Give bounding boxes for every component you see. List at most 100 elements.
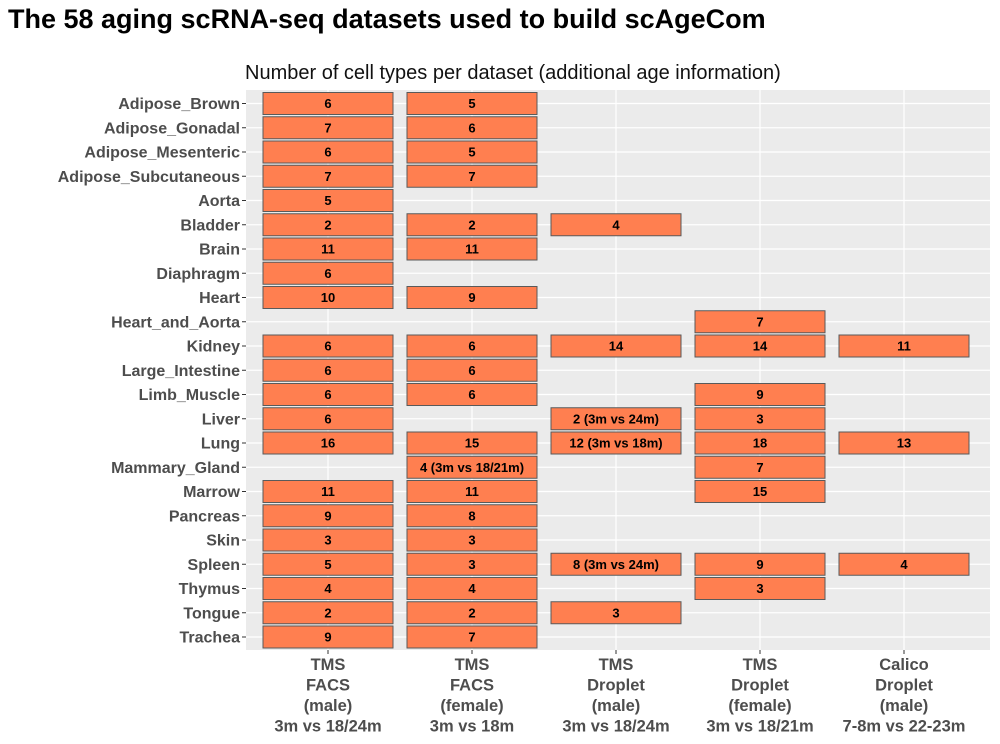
- tile-label: 5: [468, 145, 475, 160]
- tile-label: 6: [468, 120, 475, 135]
- y-tick-label: Pancreas: [169, 508, 240, 525]
- tile: [406, 601, 538, 625]
- y-tick-label: Kidney: [187, 339, 240, 356]
- tile-label: 4 (3m vs 18/21m): [420, 460, 524, 475]
- y-tick-label: Diaphragm: [156, 266, 240, 283]
- tile: [406, 504, 538, 528]
- tile: [550, 213, 682, 237]
- y-tick-label: Limb_Muscle: [139, 387, 240, 404]
- x-tick-label: (male): [592, 697, 641, 715]
- tile: [406, 431, 538, 455]
- y-tick-label: Adipose_Gonadal: [104, 120, 240, 137]
- tile-label: 4: [468, 581, 476, 596]
- tile: [406, 480, 538, 503]
- x-tick-label: 3m vs 18m: [430, 718, 514, 736]
- tile-label: 9: [756, 387, 763, 402]
- main-title: The 58 aging scRNA-seq datasets used to …: [8, 4, 766, 34]
- x-tick-label: Droplet: [731, 677, 789, 695]
- tile-label: 7: [756, 460, 763, 475]
- tile-label: 4: [612, 217, 620, 232]
- tile: [694, 552, 826, 576]
- tile-label: 14: [609, 339, 624, 354]
- tile-label: 10: [321, 290, 335, 305]
- x-tick-label: Droplet: [875, 677, 933, 695]
- x-tick-label: TMS: [743, 656, 778, 674]
- tile: [550, 601, 682, 625]
- tile: [694, 577, 826, 600]
- tile: [262, 431, 394, 455]
- y-tick-label: Tongue: [183, 605, 240, 622]
- tile: [694, 480, 826, 503]
- tile-label: 3: [612, 605, 619, 620]
- x-tick-label: FACS: [450, 677, 494, 695]
- tile: [406, 358, 538, 382]
- x-tick-label: TMS: [599, 656, 634, 674]
- tile-label: 7: [324, 169, 331, 184]
- tile-label: 16: [321, 436, 335, 451]
- y-tick-label: Heart: [199, 290, 241, 307]
- tile: [262, 407, 394, 431]
- tile-label: 7: [324, 120, 331, 135]
- y-tick-label: Lung: [201, 436, 240, 453]
- tile: [262, 480, 394, 503]
- tile: [262, 577, 394, 600]
- tile-label: 4: [324, 581, 332, 596]
- tile-label: 5: [324, 557, 331, 572]
- tile-label: 3: [756, 581, 763, 596]
- x-tick-label: TMS: [455, 656, 490, 674]
- y-tick-label: Liver: [202, 411, 240, 428]
- y-tick-label: Heart_and_Aorta: [111, 314, 240, 331]
- tile-label: 7: [756, 314, 763, 329]
- tile: [406, 552, 538, 576]
- tile: [262, 601, 394, 625]
- tile-label: 13: [897, 436, 911, 451]
- tile-label: 3: [468, 557, 475, 572]
- tile-label: 9: [324, 508, 331, 523]
- tile: [838, 431, 970, 455]
- tile: [262, 92, 394, 115]
- tile: [694, 383, 826, 406]
- tile: [406, 577, 538, 600]
- tile: [406, 213, 538, 237]
- x-tick-label: (female): [440, 697, 503, 715]
- tile-label: 9: [468, 290, 475, 305]
- tile: [262, 189, 394, 212]
- tile-label: 6: [324, 266, 331, 281]
- tile-label: 6: [324, 411, 331, 426]
- tile-label: 7: [468, 630, 475, 645]
- x-tick-label: 7-8m vs 22-23m: [843, 718, 966, 736]
- y-tick-label: Spleen: [188, 557, 240, 574]
- tile-label: 6: [468, 363, 475, 378]
- tile: [694, 310, 826, 334]
- y-tick-label: Mammary_Gland: [111, 460, 240, 477]
- tile: [262, 164, 394, 188]
- tile: [262, 528, 394, 552]
- x-tick-label: 3m vs 18/24m: [274, 718, 381, 736]
- y-tick-label: Aorta: [198, 193, 240, 210]
- tile: [406, 164, 538, 188]
- tile-label: 6: [468, 339, 475, 354]
- tile-label: 5: [468, 96, 475, 111]
- tile: [694, 431, 826, 455]
- tile: [694, 334, 826, 358]
- tile: [694, 407, 826, 431]
- tile-label: 8 (3m vs 24m): [573, 557, 659, 572]
- tile-label: 11: [465, 484, 479, 499]
- tile: [262, 625, 394, 649]
- tile-label: 5: [324, 193, 331, 208]
- tile: [406, 528, 538, 552]
- y-tick-label: Adipose_Mesenteric: [84, 145, 240, 162]
- y-tick-label: Adipose_Subcutaneous: [58, 169, 240, 186]
- tile-label: 12 (3m vs 18m): [569, 436, 662, 451]
- tile: [262, 140, 394, 164]
- tile: [406, 383, 538, 406]
- tile-label: 15: [465, 436, 479, 451]
- tile-label: 11: [321, 242, 335, 257]
- tile-label: 2: [468, 605, 475, 620]
- tile: [262, 334, 394, 358]
- x-tick-label: (female): [728, 697, 791, 715]
- tile-label: 7: [468, 169, 475, 184]
- x-tick-label: 3m vs 18/24m: [562, 718, 669, 736]
- tile: [406, 625, 538, 649]
